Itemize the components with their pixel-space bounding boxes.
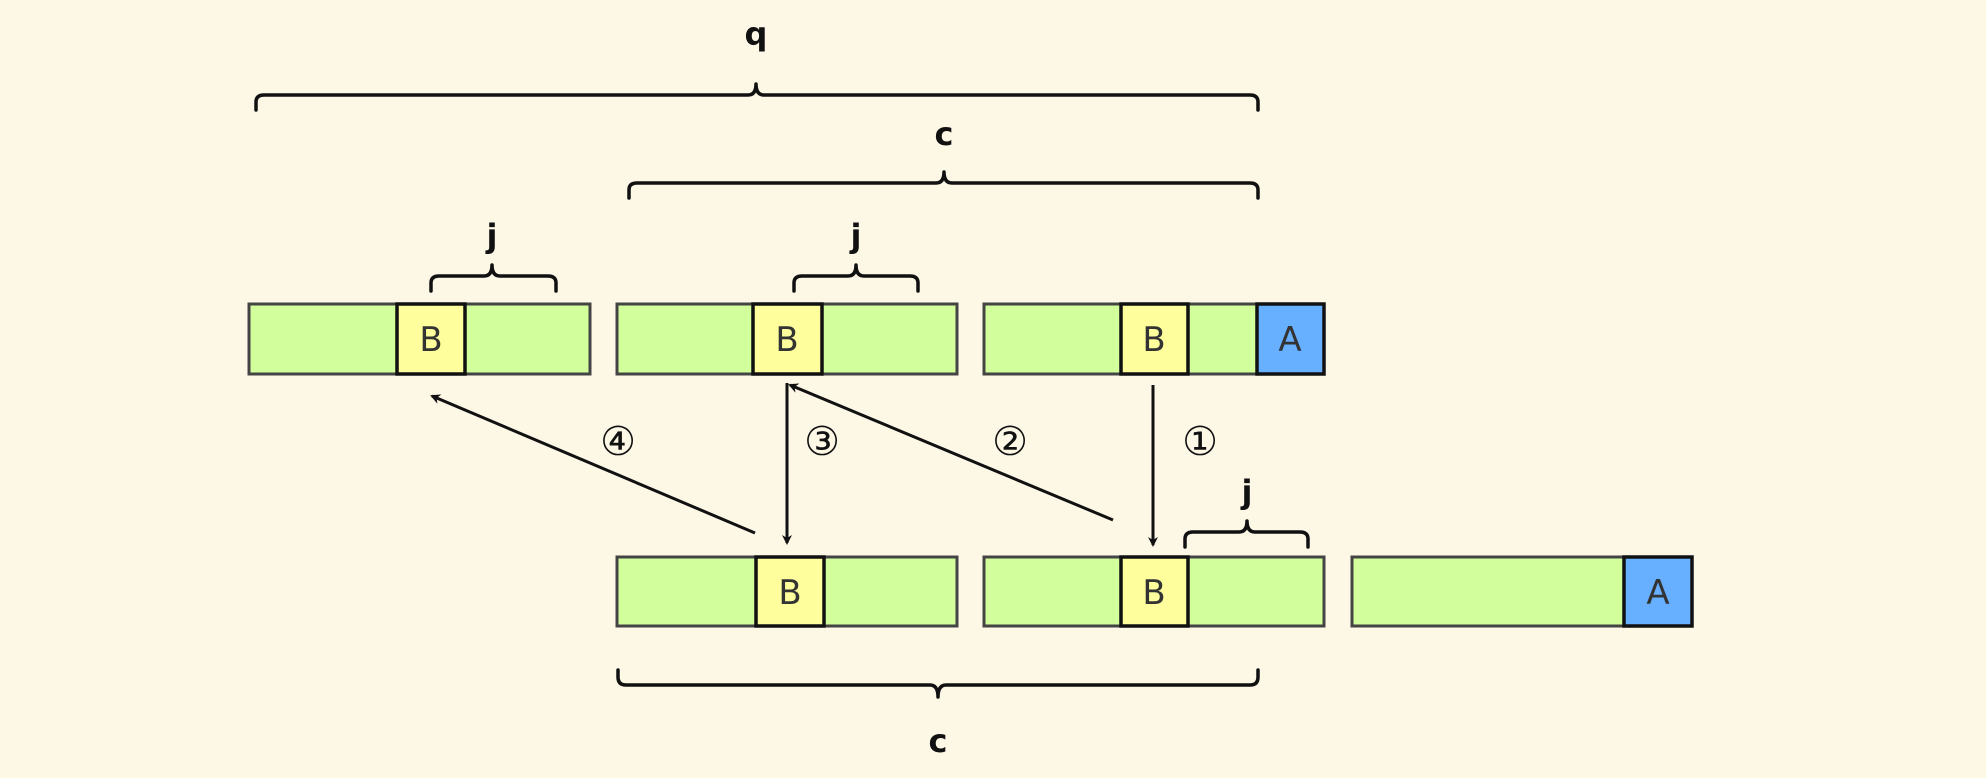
j-brace-top-1: j xyxy=(429,217,558,293)
c-bottom-label: c xyxy=(929,722,948,760)
block-b-label: B xyxy=(775,320,798,360)
block-b-label: B xyxy=(419,320,442,360)
j-brace-bottom: j xyxy=(1183,473,1310,549)
block-b xyxy=(1119,555,1190,628)
c-bottom-brace: c xyxy=(616,668,1260,760)
block-a xyxy=(1622,555,1694,628)
bottom-bar-1: B xyxy=(615,555,959,628)
block-b-label: B xyxy=(778,573,801,613)
top-bar-2: B xyxy=(615,302,959,376)
c-top-label: c xyxy=(935,115,954,153)
j-label: j xyxy=(1240,473,1253,511)
block-b-label: B xyxy=(1142,320,1165,360)
bottom-bar-2: B xyxy=(982,555,1326,628)
block-a-label: A xyxy=(1278,320,1301,360)
block-a xyxy=(1255,302,1326,376)
top-row: B B B A xyxy=(247,302,1326,376)
c-top-brace: c xyxy=(627,115,1260,200)
block-a-label: A xyxy=(1646,573,1669,613)
block-b xyxy=(751,302,824,376)
step-labels: ① ② ③ ④ xyxy=(600,419,1218,465)
block-b xyxy=(754,555,826,628)
step-2-label: ② xyxy=(992,419,1028,465)
block-b-label: B xyxy=(1142,573,1165,613)
arrows xyxy=(430,383,1158,547)
arrow-step-2 xyxy=(788,383,1114,522)
j-label: j xyxy=(849,217,862,255)
arrow-step-4 xyxy=(430,394,756,535)
step-3-label: ③ xyxy=(804,419,840,465)
top-bar-3: B A xyxy=(982,302,1326,376)
j-brace-top-2: j xyxy=(792,217,920,293)
block-b xyxy=(1119,302,1190,376)
top-bar-1: B xyxy=(247,302,592,376)
j-label: j xyxy=(485,217,498,255)
step-4-label: ④ xyxy=(600,419,636,465)
bottom-bar-3: A xyxy=(1350,555,1694,628)
step-1-label: ① xyxy=(1182,419,1218,465)
bottom-row: B B A xyxy=(615,555,1694,628)
block-b xyxy=(395,302,467,376)
q-label: q xyxy=(745,15,768,53)
q-brace: q xyxy=(254,15,1260,112)
